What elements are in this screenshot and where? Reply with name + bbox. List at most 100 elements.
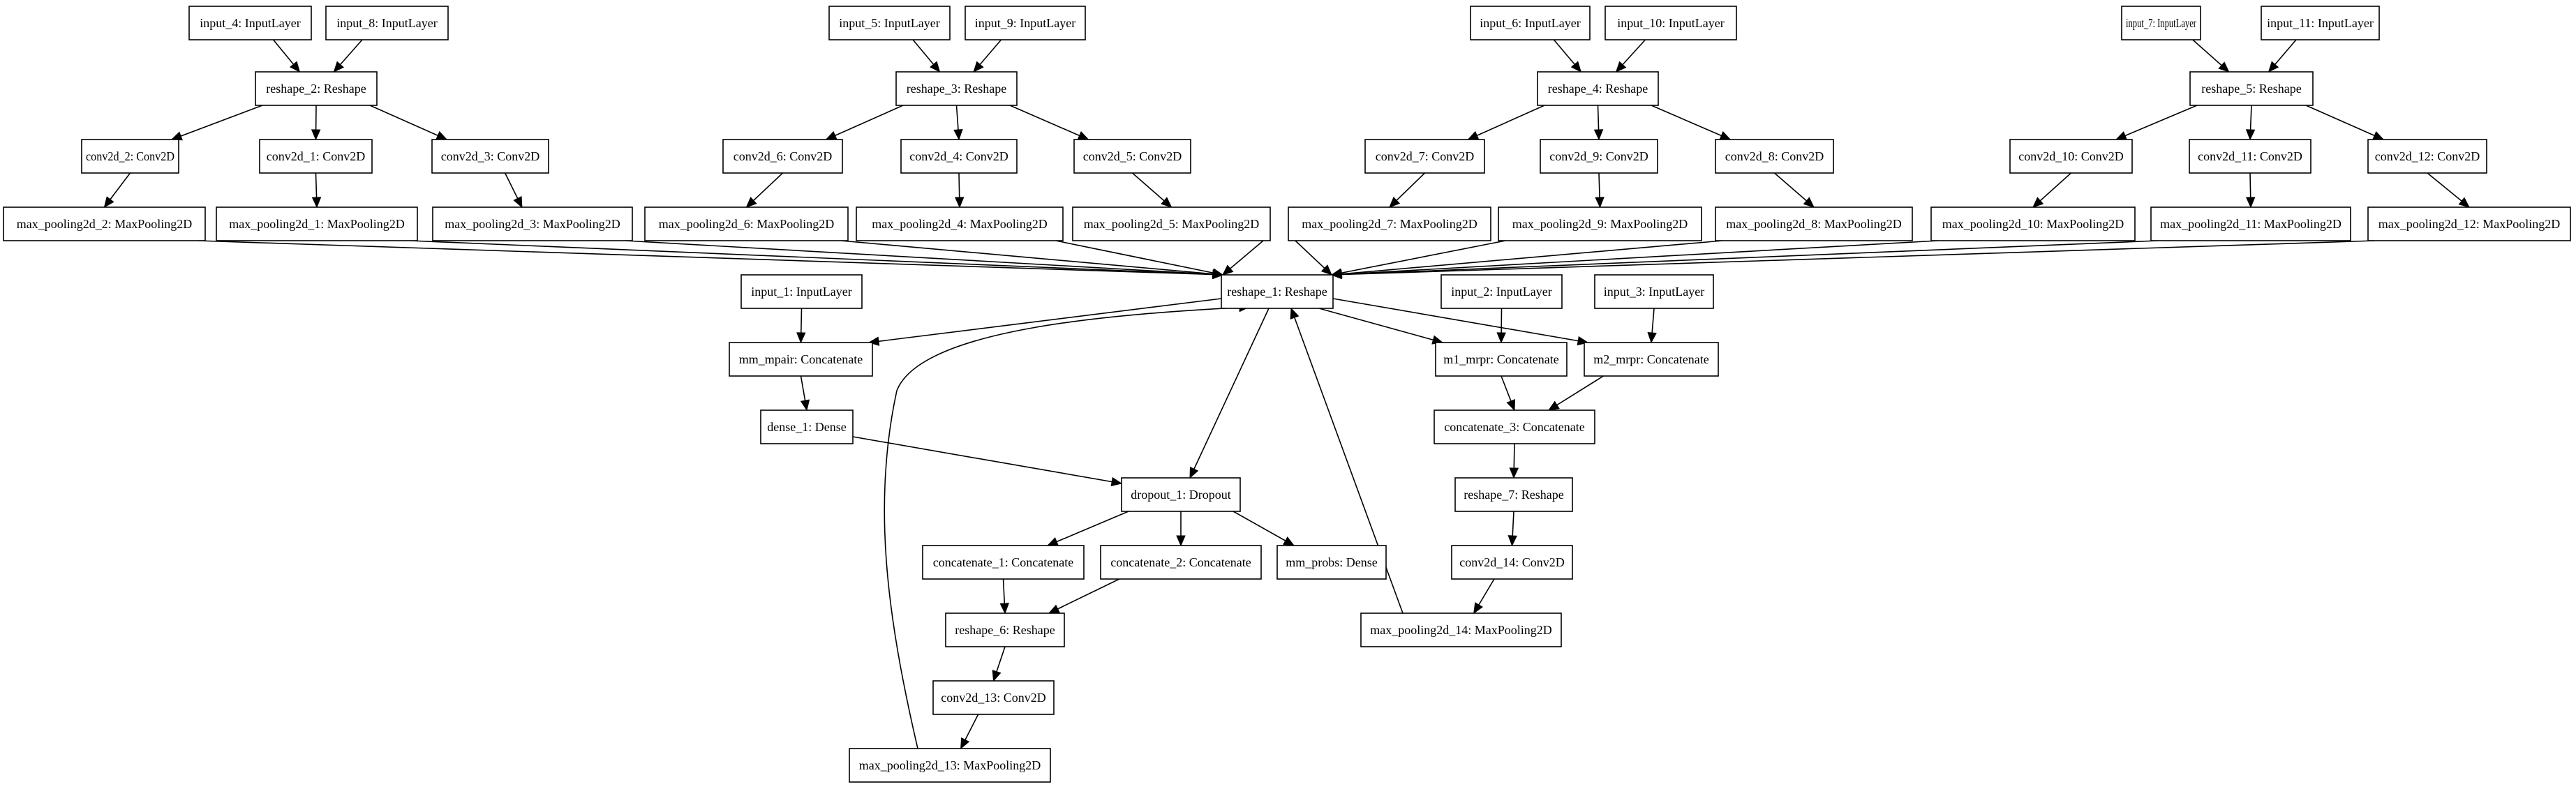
node-label: max_pooling2d_9: MaxPooling2D xyxy=(1512,217,1688,231)
edge-max-pooling2d-10-to-reshape-1 xyxy=(1331,240,1939,276)
layer-node-conv2d-4: conv2d_4: Conv2D xyxy=(900,139,1018,174)
layer-node-mm-probs: mm_probs: Dense xyxy=(1276,545,1387,580)
layer-node-max-pooling2d-3: max_pooling2d_3: MaxPooling2D xyxy=(432,206,633,241)
edge-max-pooling2d-3-to-reshape-1 xyxy=(625,240,1223,276)
node-box xyxy=(2121,6,2201,40)
edge-reshape-2-to-conv2d-2-arrowhead xyxy=(170,131,183,141)
edge-max-pooling2d-5-to-reshape-1-arrowhead xyxy=(1222,264,1234,276)
edge-input-11-to-reshape-5-arrowhead xyxy=(2268,61,2279,73)
layer-node-conv2d-5: conv2d_5: Conv2D xyxy=(1073,139,1191,174)
edge-reshape-6-to-conv2d-13-arrowhead xyxy=(992,670,1002,682)
node-box xyxy=(1435,342,1568,377)
edge-reshape-3-to-conv2d-5 xyxy=(1009,105,1089,140)
node-box xyxy=(1360,613,1562,647)
edge-input-4-to-reshape-2-arrowhead xyxy=(289,61,301,73)
layer-node-max-pooling2d-9: max_pooling2d_9: MaxPooling2D xyxy=(1498,206,1702,241)
node-label: reshape_5: Reshape xyxy=(2201,82,2301,96)
layer-node-reshape-4: reshape_4: Reshape xyxy=(1537,71,1659,106)
edge-dropout-1-to-concatenate-1 xyxy=(1047,511,1129,546)
layer-node-conv2d-13: conv2d_13: Conv2D xyxy=(932,680,1055,715)
layer-node-conv2d-3: conv2d_3: Conv2D xyxy=(431,139,549,174)
layer-node-input-8: input_8: InputLayer xyxy=(325,6,449,40)
node-box xyxy=(856,206,1064,241)
node-label: max_pooling2d_10: MaxPooling2D xyxy=(1942,217,2124,231)
layer-node-conv2d-6: conv2d_6: Conv2D xyxy=(722,139,843,174)
node-label: reshape_7: Reshape xyxy=(1464,488,1563,502)
edge-reshape-1-to-dropout-1-arrowhead xyxy=(1189,467,1199,479)
edge-conv2d-3-to-max-pooling2d-3-arrowhead xyxy=(513,196,523,209)
node-label: max_pooling2d_8: MaxPooling2D xyxy=(1726,217,1902,231)
node-box xyxy=(1537,71,1659,106)
layer-node-conv2d-9: conv2d_9: Conv2D xyxy=(1540,139,1658,174)
edge-input-7-to-reshape-5-arrowhead xyxy=(2218,61,2230,73)
node-box xyxy=(1288,206,1491,241)
node-label: input_11: InputLayer xyxy=(2267,16,2374,30)
node-box xyxy=(2009,139,2133,174)
node-label: input_6: InputLayer xyxy=(1480,16,1580,30)
node-box xyxy=(945,613,1065,647)
node-label: max_pooling2d_2: MaxPooling2D xyxy=(17,217,193,231)
edge-concatenate-3-to-reshape-7-arrowhead xyxy=(1509,467,1519,479)
layer-node-max-pooling2d-14: max_pooling2d_14: MaxPooling2D xyxy=(1360,613,1562,647)
node-label: conv2d_7: Conv2D xyxy=(1376,149,1475,163)
node-label: conv2d_6: Conv2D xyxy=(734,149,833,163)
node-label: max_pooling2d_7: MaxPooling2D xyxy=(1302,217,1477,231)
layer-node-input-10: input_10: InputLayer xyxy=(1605,6,1737,40)
node-box xyxy=(1073,139,1191,174)
node-box xyxy=(1540,139,1658,174)
edge-max-pooling2d-4-to-reshape-1-arrowhead xyxy=(1212,268,1224,278)
node-box xyxy=(965,6,1086,40)
edges-layer xyxy=(103,39,2470,750)
node-box xyxy=(3,206,206,241)
node-label: reshape_2: Reshape xyxy=(266,82,366,96)
node-box xyxy=(1100,545,1262,580)
layer-node-conv2d-11: conv2d_11: Conv2D xyxy=(2189,139,2311,174)
edge-max-pooling2d-2-to-reshape-1 xyxy=(198,240,1223,276)
node-box xyxy=(1584,342,1719,377)
edge-mm-mpair-to-dense-1-arrowhead xyxy=(800,399,810,412)
node-label: max_pooling2d_3: MaxPooling2D xyxy=(445,217,620,231)
node-box xyxy=(1121,477,1241,512)
layer-node-m1-mrpr: m1_mrpr: Concatenate xyxy=(1435,342,1568,377)
node-label: input_9: InputLayer xyxy=(975,16,1075,30)
node-label: dropout_1: Dropout xyxy=(1131,488,1231,502)
edge-reshape-1-to-m2-mrpr xyxy=(1332,298,1588,343)
node-box xyxy=(932,680,1055,715)
edge-input-10-to-reshape-4-arrowhead xyxy=(1615,61,1627,73)
edge-input-1-to-mm-mpair-arrowhead xyxy=(796,332,806,344)
node-box xyxy=(2150,206,2351,241)
edge-reshape-5-to-conv2d-12-arrowhead xyxy=(2372,130,2385,140)
node-label: conv2d_1: Conv2D xyxy=(267,149,366,163)
node-label: conv2d_5: Conv2D xyxy=(1083,149,1182,163)
node-box xyxy=(1276,545,1387,580)
edge-reshape-5-to-conv2d-12 xyxy=(2305,105,2384,140)
edge-max-pooling2d-12-to-reshape-1 xyxy=(1331,240,2376,276)
layer-node-reshape-1: reshape_1: Reshape xyxy=(1221,274,1334,309)
edge-conv2d-11-to-max-pooling2d-11-arrowhead xyxy=(2245,197,2256,209)
edge-m2-mrpr-to-concatenate-3 xyxy=(1548,375,1604,411)
edge-input-6-to-reshape-4-arrowhead xyxy=(1570,61,1582,73)
edge-dropout-1-to-concatenate-2-arrowhead xyxy=(1176,535,1186,547)
node-label: conv2d_8: Conv2D xyxy=(1725,149,1824,163)
edge-conv2d-9-to-max-pooling2d-9-arrowhead xyxy=(1595,197,1605,209)
edge-dense-1-to-dropout-1-arrowhead xyxy=(1110,476,1123,487)
edge-concatenate-2-to-reshape-6 xyxy=(1048,578,1120,614)
edge-max-pooling2d-12-to-reshape-1-arrowhead xyxy=(1330,269,1342,280)
layer-node-input-4: input_4: InputLayer xyxy=(188,6,312,40)
node-box xyxy=(259,139,373,174)
node-box xyxy=(895,71,1018,106)
node-label: max_pooling2d_6: MaxPooling2D xyxy=(659,217,835,231)
edge-max-pooling2d-13-to-reshape-1 xyxy=(884,306,1250,749)
edge-reshape-4-to-conv2d-7 xyxy=(1468,105,1545,140)
node-box xyxy=(2189,139,2311,174)
layer-node-m2-mrpr: m2_mrpr: Concatenate xyxy=(1584,342,1719,377)
node-box xyxy=(1451,545,1573,580)
node-label: reshape_3: Reshape xyxy=(907,82,1006,96)
node-box xyxy=(1221,274,1334,309)
edge-conv2d-13-to-max-pooling2d-13-arrowhead xyxy=(960,737,970,750)
node-label: input_10: InputLayer xyxy=(1617,16,1724,30)
edge-dense-1-to-dropout-1 xyxy=(852,436,1122,484)
node-label: reshape_6: Reshape xyxy=(955,623,1055,637)
node-box xyxy=(1364,139,1485,174)
node-box xyxy=(740,274,863,309)
